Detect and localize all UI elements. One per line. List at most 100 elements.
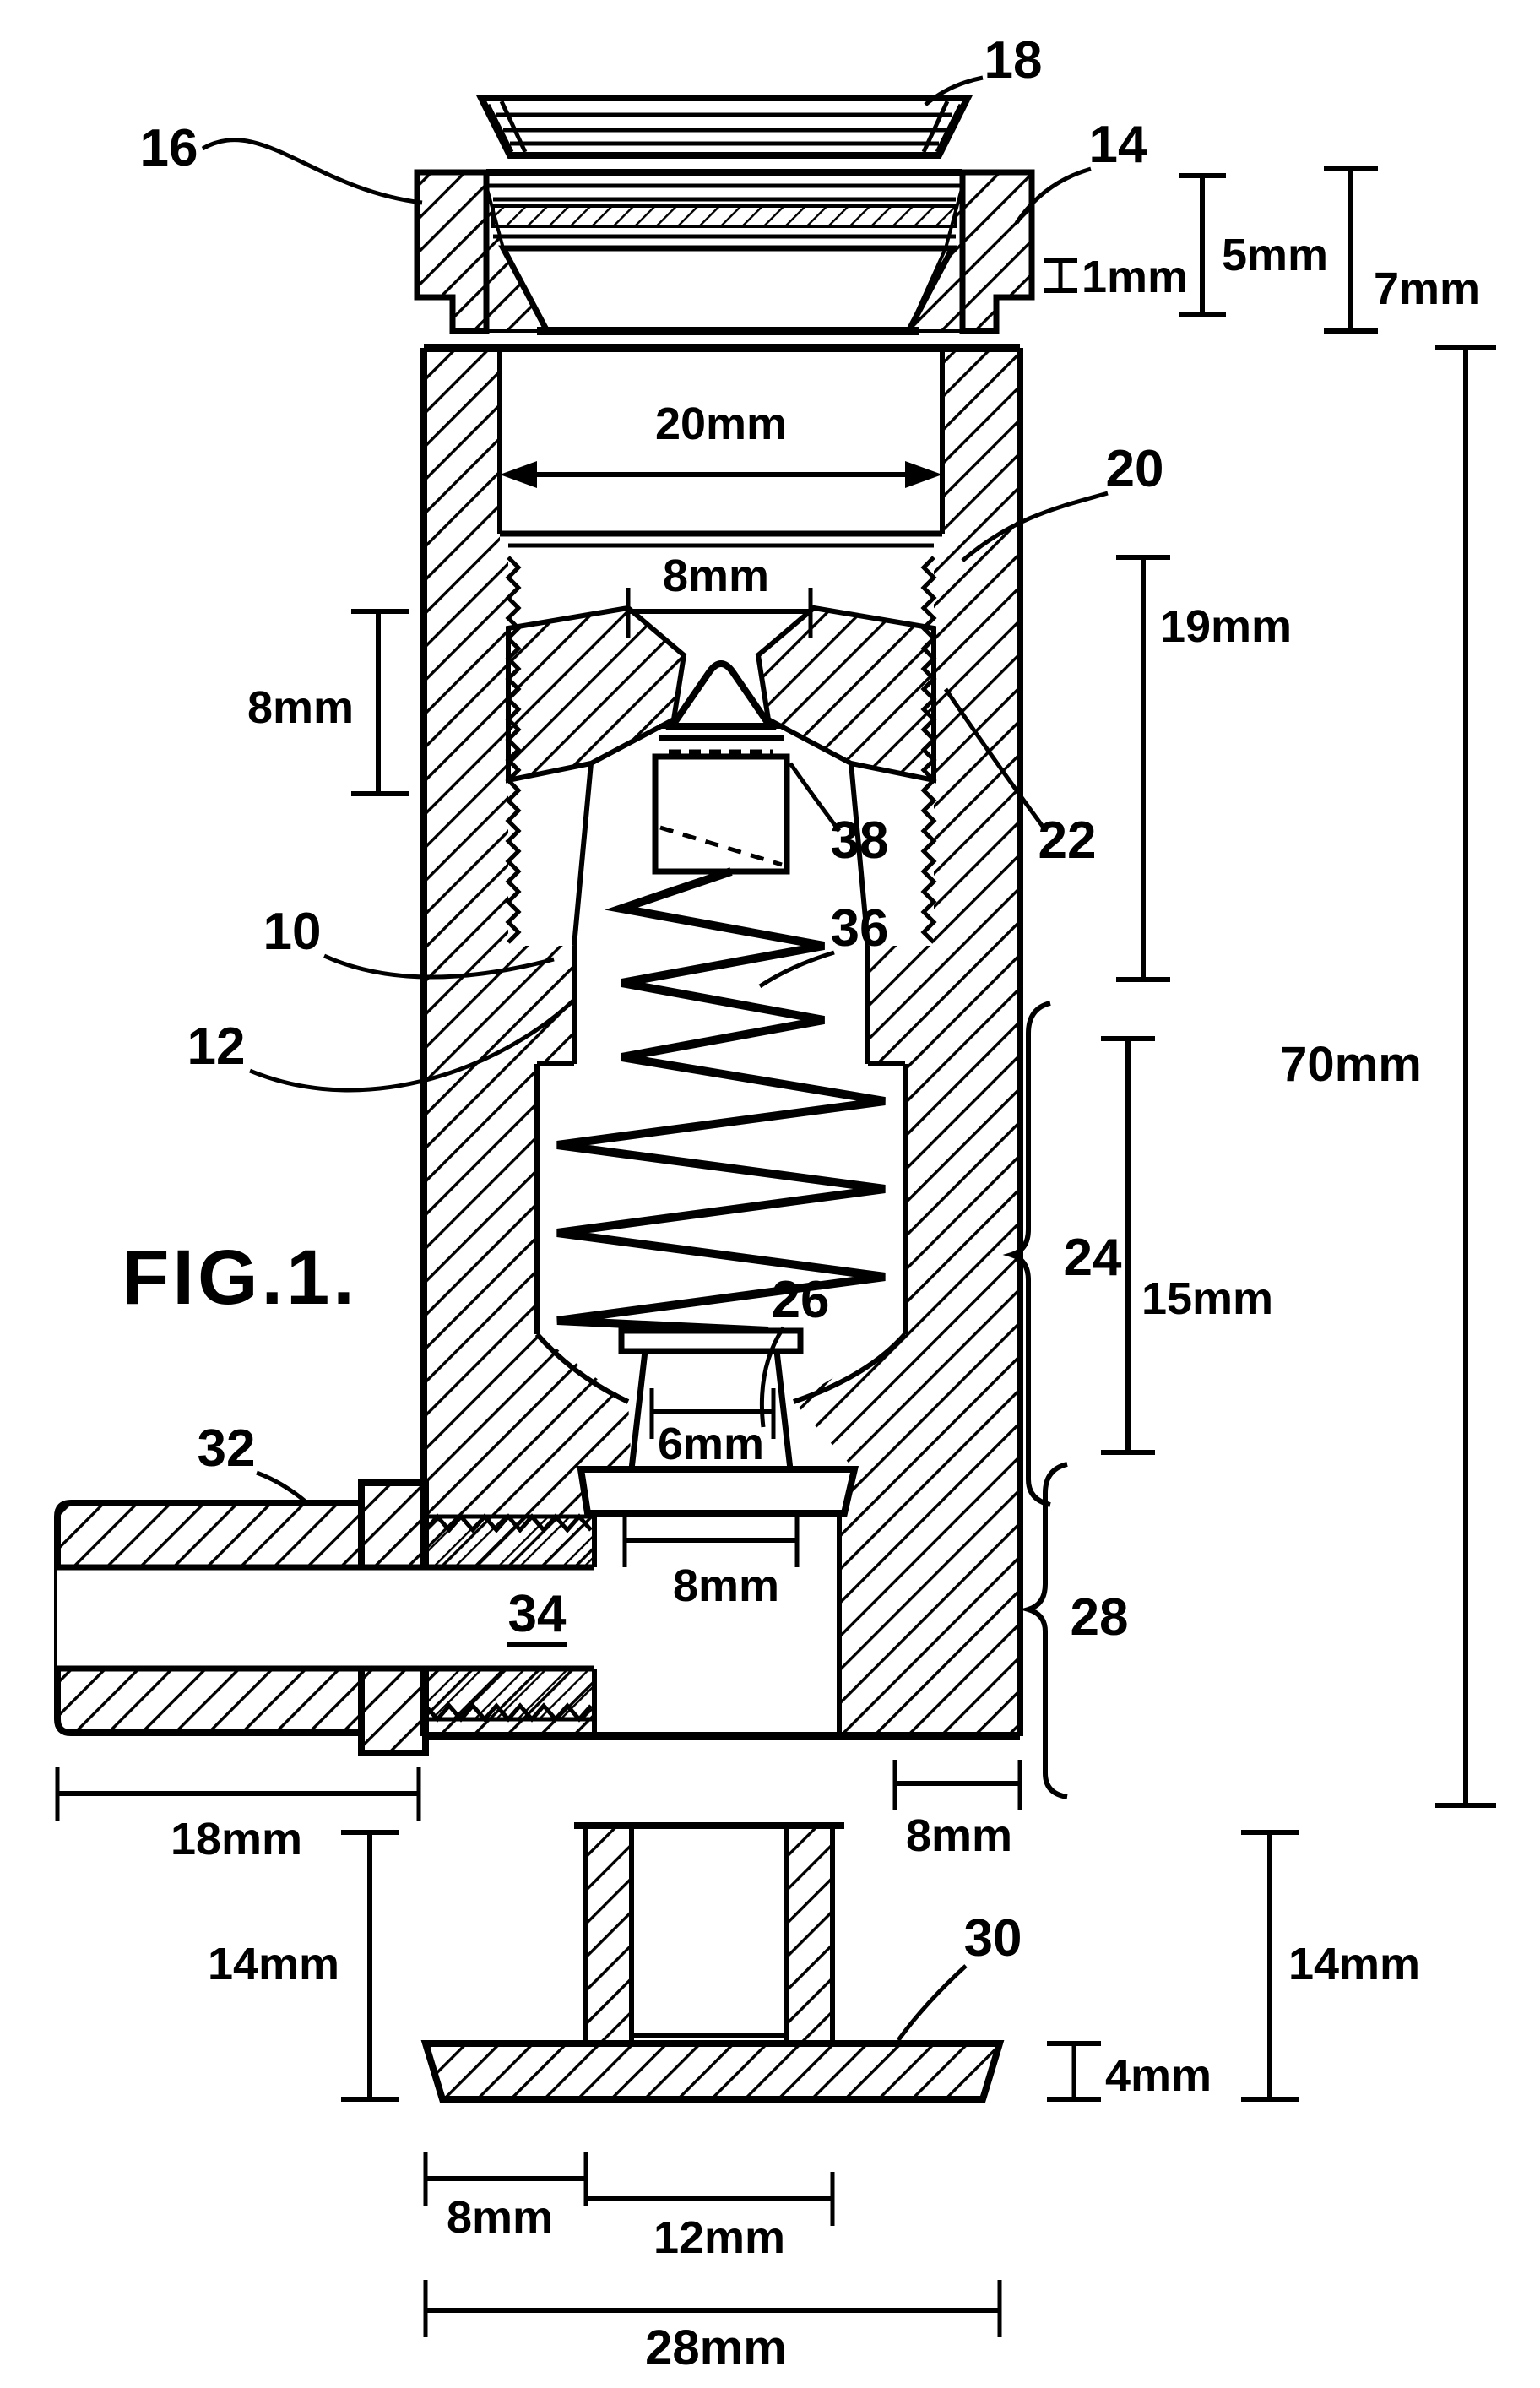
cap-ring-hatch bbox=[499, 100, 528, 154]
dim-8mm-base: 8mm bbox=[423, 2152, 588, 2243]
arrowhead-left bbox=[500, 461, 537, 488]
dim-text-20mm: 20mm bbox=[655, 399, 787, 449]
ref-label-22: 22 bbox=[1038, 811, 1097, 870]
ref-label-24: 24 bbox=[1064, 1229, 1122, 1287]
barb-outline bbox=[54, 1500, 365, 1736]
port-thread-top bbox=[423, 1514, 597, 1570]
cap-skirt bbox=[498, 245, 957, 334]
valve-disc-box bbox=[652, 753, 790, 875]
dim-text-28mm: 28mm bbox=[645, 2320, 787, 2375]
dim-14mm-right: 14mm bbox=[1241, 1830, 1420, 2102]
brace-28 bbox=[1019, 1462, 1068, 1799]
dim-19mm: 19mm bbox=[1116, 555, 1292, 982]
leader-36 bbox=[758, 950, 835, 989]
leader-22 bbox=[943, 687, 1046, 829]
ref-label-10: 10 bbox=[263, 903, 322, 961]
leader-16 bbox=[201, 138, 423, 205]
cap-right-block bbox=[959, 169, 1035, 334]
cap-ring-hatch bbox=[485, 103, 514, 154]
dim-text-14mm-right: 14mm bbox=[1288, 1939, 1420, 1989]
dim-text-14mm-left: 14mm bbox=[208, 1939, 339, 1989]
dim-text-19mm: 19mm bbox=[1160, 601, 1292, 652]
port-thread-zigzag-top bbox=[424, 1513, 593, 1533]
bore-taper-right bbox=[849, 763, 870, 947]
dim-text-8mm-outlet: 8mm bbox=[673, 1560, 779, 1611]
dim-text-70mm: 70mm bbox=[1280, 1037, 1422, 1092]
leader-18 bbox=[924, 75, 984, 106]
dim-12mm: 12mm bbox=[586, 2172, 835, 2263]
leader-26 bbox=[759, 1326, 786, 1428]
cap-assembly bbox=[414, 95, 1035, 335]
thread-right-zigzag bbox=[920, 556, 937, 944]
dim-text-15mm: 15mm bbox=[1141, 1273, 1273, 1324]
dim-text-7mm: 7mm bbox=[1374, 263, 1480, 314]
cap-ring-hatch bbox=[921, 100, 950, 154]
dim-text-6mm: 6mm bbox=[658, 1419, 764, 1469]
dim-6mm: 6mm bbox=[649, 1388, 776, 1469]
dim-14mm-left: 14mm bbox=[208, 1830, 399, 2102]
dim-1mm: 1mm bbox=[1044, 252, 1188, 302]
ref-label-20: 20 bbox=[1106, 440, 1164, 498]
dim-5mm: 5mm bbox=[1179, 173, 1328, 317]
funnel-right bbox=[793, 1332, 908, 1404]
bore-taper-left bbox=[572, 763, 594, 947]
ref-label-32: 32 bbox=[198, 1419, 256, 1478]
dim-8mm-wall: 8mm bbox=[892, 1760, 1022, 1861]
dim-8mm-outlet: 8mm bbox=[622, 1517, 800, 1611]
dim-7mm: 7mm bbox=[1324, 166, 1480, 334]
poppet-cone bbox=[665, 660, 777, 730]
dim-text-18mm: 18mm bbox=[171, 1814, 302, 1864]
ref-label-14: 14 bbox=[1089, 116, 1147, 174]
dim-20mm: 20mm bbox=[500, 399, 942, 488]
dim-15mm: 15mm bbox=[1101, 1036, 1273, 1455]
leader-20 bbox=[961, 491, 1109, 562]
leader-14 bbox=[1014, 166, 1092, 225]
dim-text-5mm: 5mm bbox=[1222, 230, 1328, 280]
ref-label-16: 16 bbox=[140, 119, 198, 177]
dim-18mm: 18mm bbox=[55, 1767, 421, 1864]
dim-text-12mm: 12mm bbox=[653, 2212, 785, 2263]
ref-label-34: 34 bbox=[508, 1585, 567, 1643]
port-thread-zigzag-bottom bbox=[424, 1702, 593, 1723]
plug-neck-right-wall bbox=[784, 1823, 835, 2046]
figure-title: FIG.1. bbox=[122, 1235, 358, 1321]
arrowhead-right bbox=[905, 461, 942, 488]
ref-label-36: 36 bbox=[831, 899, 889, 958]
thread-left-zigzag bbox=[505, 556, 522, 944]
dim-text-8mm-wall: 8mm bbox=[906, 1810, 1012, 1861]
leader-30 bbox=[896, 1964, 968, 2042]
cap-seal-band bbox=[491, 204, 957, 228]
leader-10 bbox=[323, 953, 555, 980]
port-thread-bottom bbox=[423, 1666, 597, 1722]
ref-label-26: 26 bbox=[772, 1271, 830, 1329]
ref-label-18: 18 bbox=[984, 31, 1043, 90]
plug-base bbox=[420, 2040, 1005, 2103]
dim-70mm: 70mm bbox=[1280, 345, 1496, 1808]
dim-8mm-top: 8mm bbox=[626, 551, 813, 638]
cap-ring-hatch bbox=[935, 103, 963, 154]
ref-label-12: 12 bbox=[187, 1018, 246, 1076]
body-right-wall-hatch bbox=[794, 348, 1020, 1736]
dim-28mm: 28mm bbox=[423, 2280, 1002, 2375]
leader-32 bbox=[256, 1470, 309, 1505]
stem-flange bbox=[577, 1466, 859, 1517]
plug-neck-left-wall bbox=[583, 1823, 634, 2046]
leader-38 bbox=[788, 762, 842, 833]
funnel-left bbox=[534, 1332, 630, 1404]
dim-text-4mm: 4mm bbox=[1105, 2050, 1212, 2101]
cap-ring-outline bbox=[475, 95, 973, 159]
barb-bottom-band bbox=[57, 1669, 361, 1733]
dim-4mm: 4mm bbox=[1047, 2041, 1212, 2102]
cap-left-block bbox=[414, 169, 490, 334]
spring bbox=[556, 867, 886, 1335]
dim-text-8mm-left: 8mm bbox=[247, 682, 354, 733]
dim-text-1mm: 1mm bbox=[1082, 252, 1188, 302]
ref-label-38: 38 bbox=[831, 811, 889, 870]
leader-12 bbox=[249, 998, 576, 1093]
disc-dashed-diagonal bbox=[659, 825, 783, 867]
barb-top-band bbox=[57, 1503, 361, 1567]
dim-8mm-left: 8mm bbox=[247, 609, 409, 796]
ref-label-30: 30 bbox=[964, 1909, 1022, 1967]
body-left-wall-hatch bbox=[424, 348, 632, 1567]
